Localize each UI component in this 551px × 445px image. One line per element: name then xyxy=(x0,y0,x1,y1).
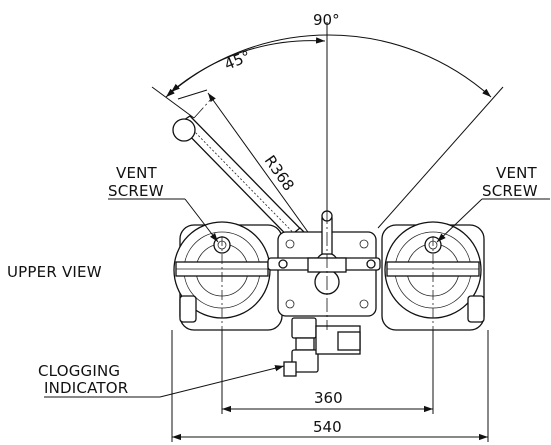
radius-dimension xyxy=(193,92,324,254)
clogging-indicator-assembly xyxy=(283,317,361,377)
radius-label: R368 xyxy=(261,152,298,194)
right-filter-housing xyxy=(381,221,485,331)
view-title: UPPER VIEW xyxy=(7,263,102,281)
leader-vent-left xyxy=(108,198,219,243)
clogging-label-line2: INDICATOR xyxy=(44,379,128,397)
clogging-label-line1: CLOGGING xyxy=(38,362,120,380)
angle-dimension-45 xyxy=(170,37,326,100)
vent-screw-right-label-line1: VENT xyxy=(496,164,538,182)
dimension-360-label: 360 xyxy=(314,389,343,407)
leader-vent-right xyxy=(436,198,550,243)
dimension-540-label: 540 xyxy=(313,418,342,436)
dimension-360 xyxy=(221,330,434,414)
vent-screw-right-label-line2: SCREW xyxy=(482,182,538,200)
vent-screw-left-label-line2: SCREW xyxy=(108,182,164,200)
vent-screw-left-label-line1: VENT xyxy=(116,164,158,182)
dimension-540 xyxy=(171,330,489,442)
angle-45-label: 45° xyxy=(222,47,253,74)
angle-90-label: 90° xyxy=(313,11,340,29)
left-filter-housing xyxy=(173,221,283,331)
